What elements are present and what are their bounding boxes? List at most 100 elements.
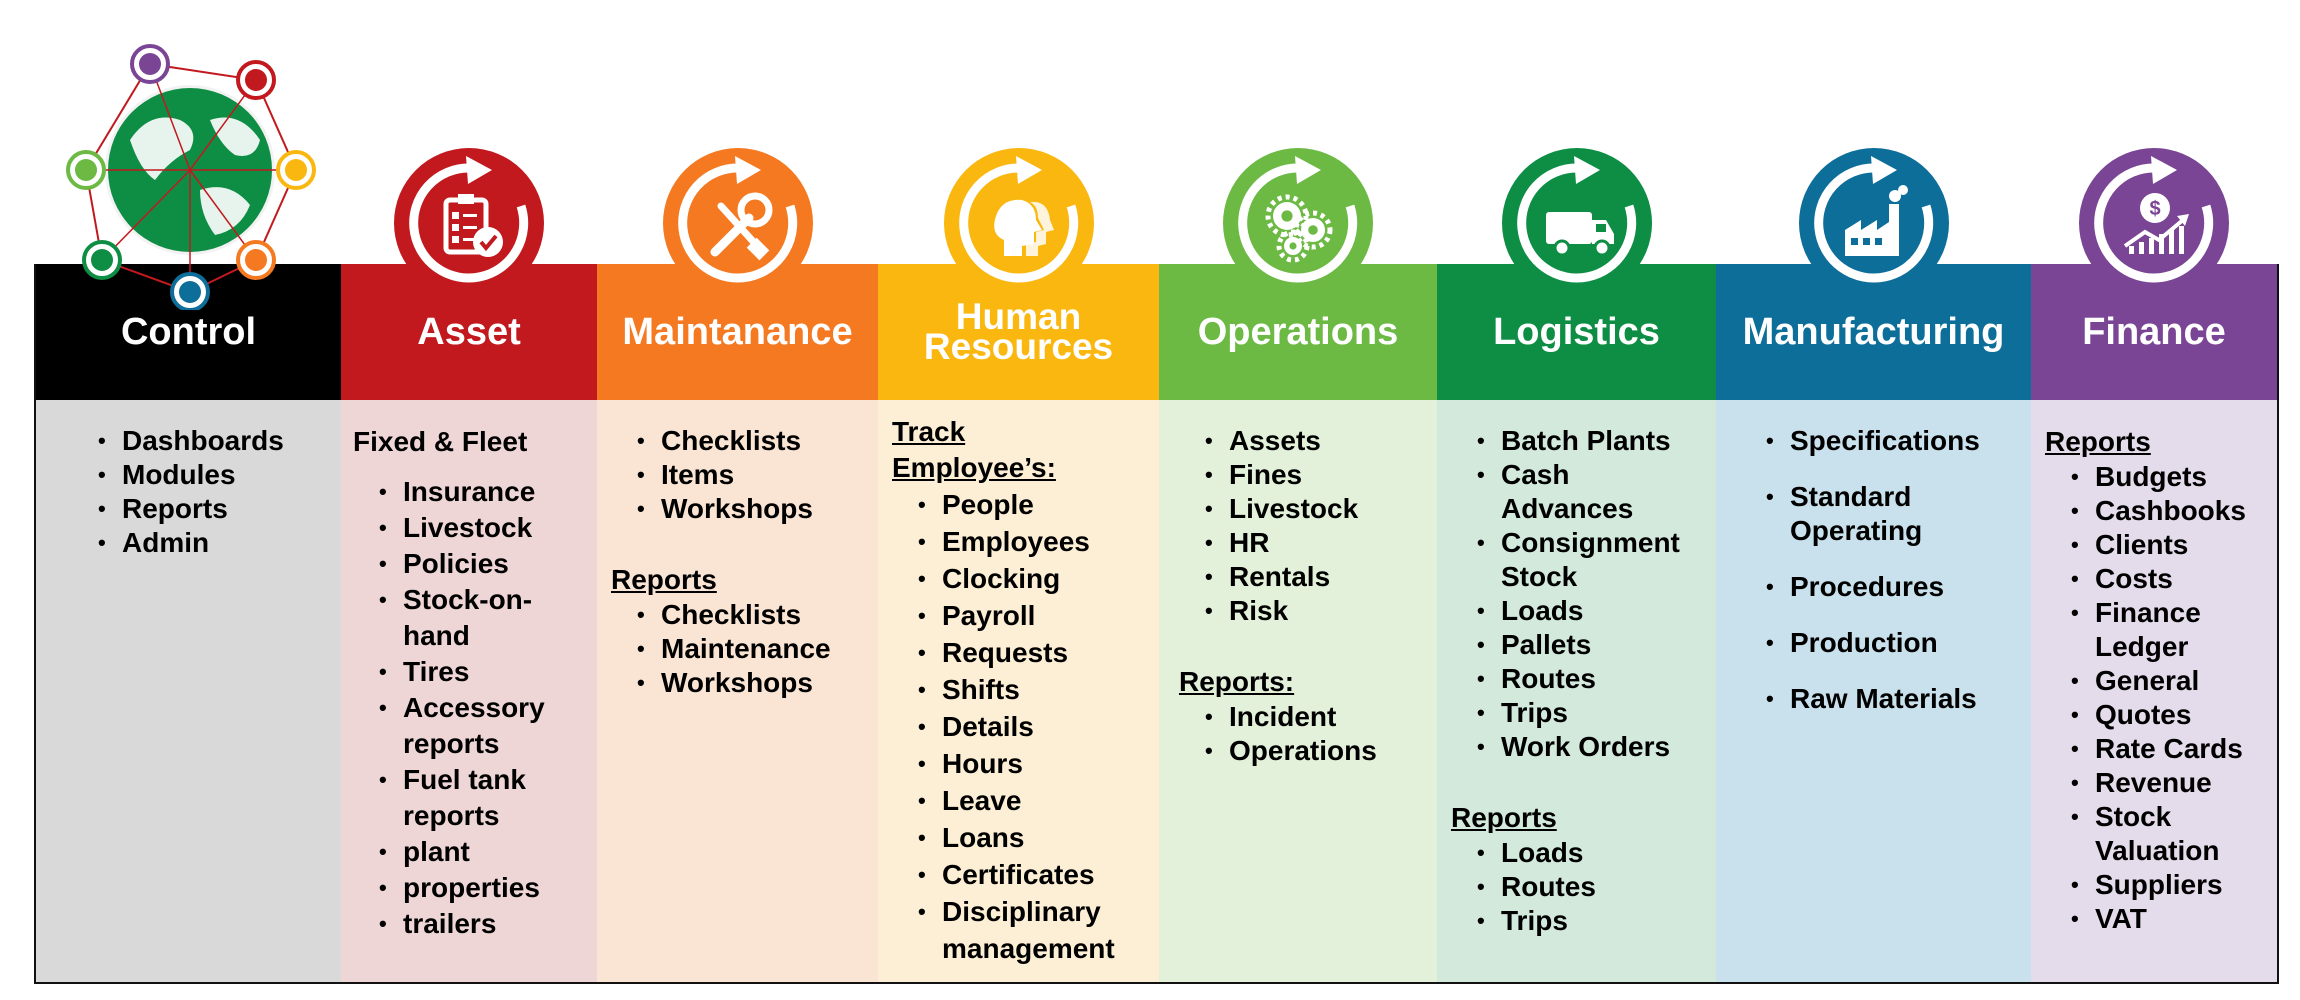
column-title: Finance bbox=[2082, 311, 2226, 353]
column-title: Human Resources bbox=[923, 296, 1114, 367]
list-item: Raw Materials bbox=[1740, 682, 2025, 716]
column-maintanance: MaintananceChecklistsItemsWorkshopsRepor… bbox=[597, 264, 878, 982]
item-list: Batch PlantsCash AdvancesConsignment Sto… bbox=[1451, 424, 1710, 764]
list-item: Cashbooks bbox=[2045, 494, 2271, 528]
item-list: SpecificationsStandard OperatingProcedur… bbox=[1740, 424, 2025, 716]
list-item: Quotes bbox=[2045, 698, 2271, 732]
list-item: Items bbox=[611, 458, 872, 492]
list-item: trailers bbox=[353, 906, 591, 942]
list-item: Admin bbox=[72, 526, 335, 560]
section-title: Reports: bbox=[1179, 666, 1295, 697]
svg-text:$: $ bbox=[2149, 198, 2160, 220]
list-item: Accessory reports bbox=[353, 690, 591, 762]
globe-network-icon bbox=[60, 30, 320, 312]
item-list: LoadsRoutesTrips bbox=[1451, 836, 1710, 938]
list-item: Incident bbox=[1179, 700, 1431, 734]
column-body-manufacturing: SpecificationsStandard OperatingProcedur… bbox=[1716, 404, 2031, 982]
wrench-screwdriver-icon bbox=[662, 148, 813, 298]
checklist-icon bbox=[394, 148, 544, 298]
list-item: Shifts bbox=[892, 671, 1153, 708]
column-title: Operations bbox=[1197, 311, 1399, 353]
item-list: ChecklistsItemsWorkshops bbox=[611, 424, 872, 526]
column-body-maintanance: ChecklistsItemsWorkshopsReportsChecklist… bbox=[597, 404, 878, 982]
list-item: Production bbox=[1740, 626, 2025, 660]
column-title: Control bbox=[120, 311, 257, 353]
list-item: Livestock bbox=[353, 510, 591, 546]
list-item: Policies bbox=[353, 546, 591, 582]
list-item: Loads bbox=[1451, 836, 1710, 870]
column-finance: FinanceReportsBudgetsCashbooksClientsCos… bbox=[2031, 264, 2277, 982]
gears-icon bbox=[1223, 148, 1373, 298]
list-item: Procedures bbox=[1740, 570, 2025, 604]
list-item: Rate Cards bbox=[2045, 732, 2271, 766]
column-body-control: DashboardsModulesReportsAdmin bbox=[36, 404, 341, 982]
list-item: Risk bbox=[1179, 594, 1431, 628]
section-title: Reports bbox=[1451, 802, 1557, 833]
list-item: Routes bbox=[1451, 662, 1710, 696]
list-item: General bbox=[2045, 664, 2271, 698]
list-item: VAT bbox=[2045, 902, 2271, 936]
list-item: Cash Advances bbox=[1451, 458, 1710, 526]
people-heads-icon bbox=[943, 148, 1094, 298]
list-item: Budgets bbox=[2045, 460, 2271, 494]
van-icon bbox=[1501, 148, 1652, 298]
list-item: Disciplinary management bbox=[892, 893, 1153, 967]
item-list: PeopleEmployeesClockingPayrollRequestsSh… bbox=[892, 486, 1153, 967]
list-item: properties bbox=[353, 870, 591, 906]
list-item: Insurance bbox=[353, 474, 591, 510]
item-list: AssetsFinesLivestockHRRentalsRisk bbox=[1179, 424, 1431, 628]
list-item: Hours bbox=[892, 745, 1153, 782]
list-item: Requests bbox=[892, 634, 1153, 671]
list-item: Rentals bbox=[1179, 560, 1431, 594]
column-body-logistics: Batch PlantsCash AdvancesConsignment Sto… bbox=[1437, 404, 1716, 982]
column-manufacturing: ManufacturingSpecificationsStandard Oper… bbox=[1716, 264, 2031, 982]
list-item: Employees bbox=[892, 523, 1153, 560]
item-list: InsuranceLivestockPoliciesStock-on- hand… bbox=[353, 474, 591, 942]
list-item: Livestock bbox=[1179, 492, 1431, 526]
list-item: Clients bbox=[2045, 528, 2271, 562]
list-item: Trips bbox=[1451, 904, 1710, 938]
list-item: Loans bbox=[892, 819, 1153, 856]
column-title: Manufacturing bbox=[1742, 311, 2005, 353]
column-operations: OperationsAssetsFinesLivestockHRRentalsR… bbox=[1159, 264, 1437, 982]
list-item: Stock-on- hand bbox=[353, 582, 591, 654]
list-item: Stock Valuation bbox=[2045, 800, 2271, 868]
list-item: Modules bbox=[72, 458, 335, 492]
section-title: Reports bbox=[2045, 426, 2151, 457]
list-item: Dashboards bbox=[72, 424, 335, 458]
list-item: Fines bbox=[1179, 458, 1431, 492]
list-item: Standard Operating bbox=[1740, 480, 2025, 548]
list-item: Specifications bbox=[1740, 424, 2025, 458]
list-item: Leave bbox=[892, 782, 1153, 819]
list-item: Tires bbox=[353, 654, 591, 690]
list-item: Suppliers bbox=[2045, 868, 2271, 902]
list-item: Fuel tank reports bbox=[353, 762, 591, 834]
section-title: Fixed & Fleet bbox=[353, 426, 528, 457]
list-item: Trips bbox=[1451, 696, 1710, 730]
list-item: Finance Ledger bbox=[2045, 596, 2271, 664]
list-item: Maintenance bbox=[611, 632, 872, 666]
list-item: Checklists bbox=[611, 598, 872, 632]
column-body-asset: Fixed & FleetInsuranceLivestockPoliciesS… bbox=[341, 404, 597, 982]
column-logistics: LogisticsBatch PlantsCash AdvancesConsig… bbox=[1437, 264, 1716, 982]
list-item: plant bbox=[353, 834, 591, 870]
list-item: Revenue bbox=[2045, 766, 2271, 800]
list-item: Assets bbox=[1179, 424, 1431, 458]
column-body-finance: ReportsBudgetsCashbooksClientsCostsFinan… bbox=[2031, 404, 2277, 982]
list-item: Pallets bbox=[1451, 628, 1710, 662]
list-item: Workshops bbox=[611, 492, 872, 526]
list-item: Routes bbox=[1451, 870, 1710, 904]
list-item: Clocking bbox=[892, 560, 1153, 597]
column-title: Logistics bbox=[1493, 311, 1660, 353]
section-title: Track Employee’s: bbox=[892, 416, 1056, 483]
list-item: Certificates bbox=[892, 856, 1153, 893]
item-list: IncidentOperations bbox=[1179, 700, 1431, 768]
list-item: Loads bbox=[1451, 594, 1710, 628]
dollar-growth-icon: $ bbox=[2079, 148, 2229, 298]
column-control: ControlDashboardsModulesReportsAdmin bbox=[36, 264, 341, 982]
list-item: People bbox=[892, 486, 1153, 523]
list-item: Batch Plants bbox=[1451, 424, 1710, 458]
